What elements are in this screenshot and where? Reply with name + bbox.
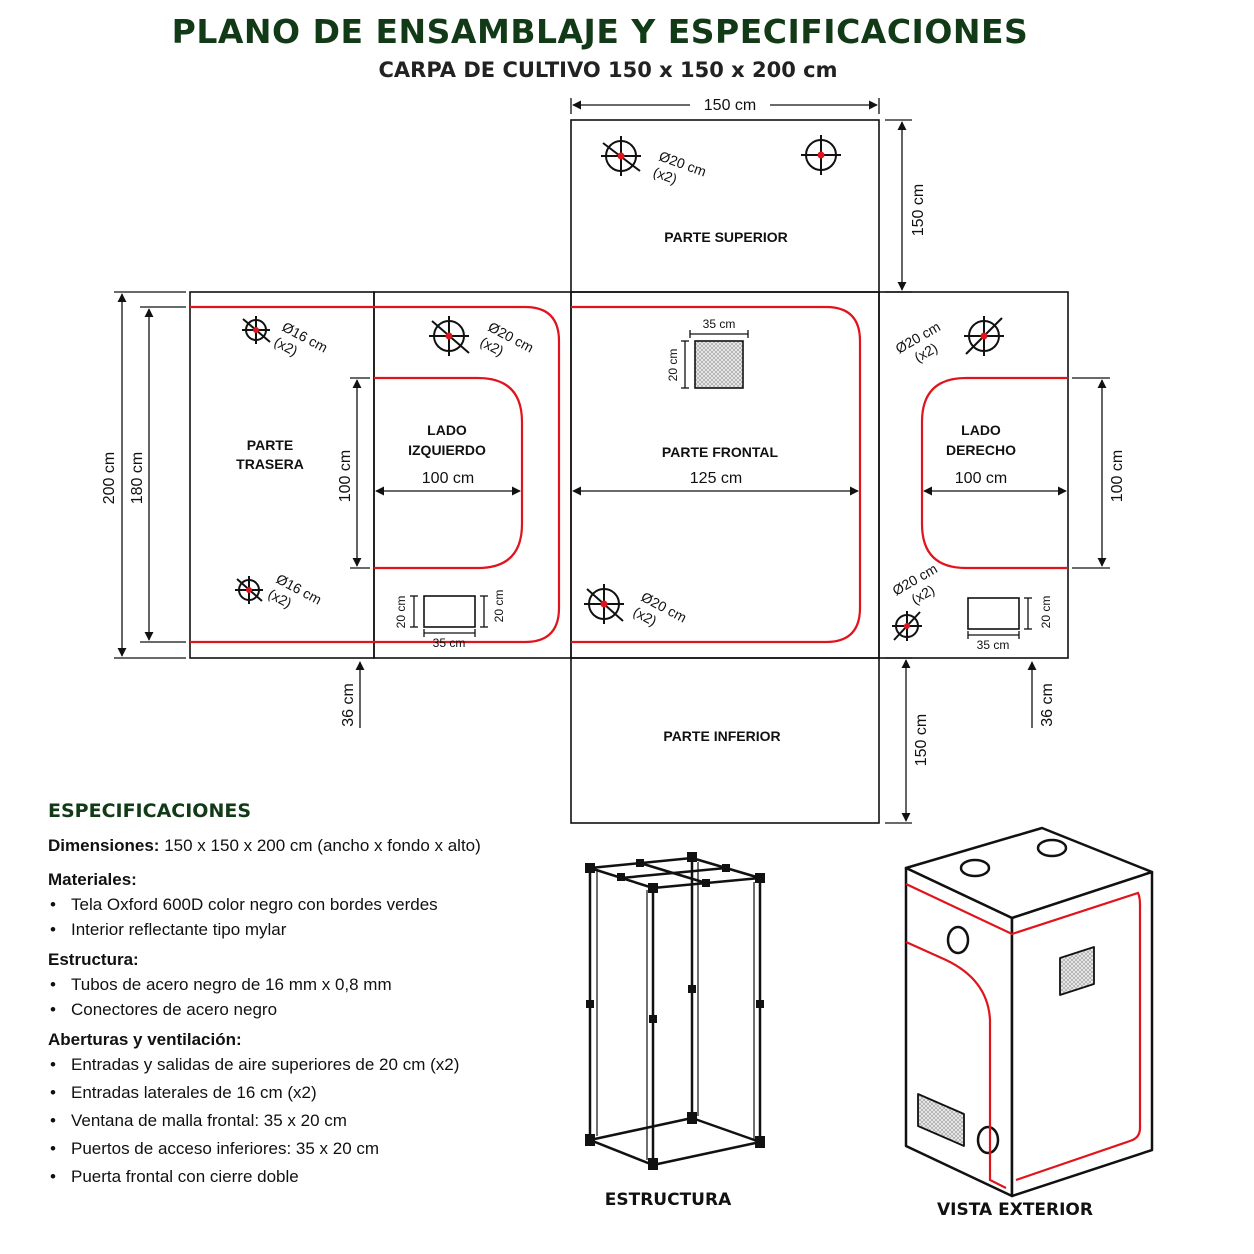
- zipper-back: [190, 305, 374, 644]
- label-bottom: PARTE INFERIOR: [663, 728, 780, 744]
- dim-height-inner: 180 cm: [129, 452, 146, 504]
- frame-connectors: [585, 852, 765, 1170]
- zipper-front: [571, 305, 862, 644]
- label-top: PARTE SUPERIOR: [664, 229, 787, 245]
- specs-dimensions-value: 150 x 150 x 200 cm (ancho x fondo x alto…: [164, 836, 481, 855]
- front-mesh-window: [694, 340, 744, 389]
- list-item: Tela Oxford 600D color negro con bordes …: [48, 895, 568, 915]
- dim-port-h-left-b: 20 cm: [492, 590, 506, 623]
- label-left-1: LADO: [427, 422, 467, 438]
- zipper-left-door: [374, 376, 524, 570]
- exterior-zippers: [905, 883, 1142, 1189]
- list-item: Puerta frontal con cierre doble: [48, 1167, 568, 1187]
- dim-port-h-right: 20 cm: [1039, 596, 1053, 629]
- specs-heading: ESPECIFICACIONES: [48, 800, 252, 822]
- dim-top-depth: 150 cm: [910, 184, 927, 236]
- specs-section: ESPECIFICACIONES Dimensiones: 150 x 150 …: [48, 800, 568, 1197]
- specs-ventilation: Aberturas y ventilación: Entradas y sali…: [48, 1030, 568, 1187]
- panel-bottom: [570, 657, 880, 824]
- dim-right-height: 100 cm: [1109, 450, 1126, 502]
- dim-skirt-right: 36 cm: [1039, 683, 1056, 727]
- label-back-2: TRASERA: [236, 456, 304, 472]
- page-subtitle: CARPA DE CULTIVO 150 x 150 x 200 cm: [378, 58, 838, 82]
- label-left-2: IZQUIERDO: [408, 442, 486, 458]
- dim-port-h-left-a: 20 cm: [394, 596, 408, 629]
- dim-window-h: 20 cm: [666, 349, 680, 382]
- vent-top-label-2: (x2): [651, 164, 679, 187]
- list-item: Conectores de acero negro: [48, 1000, 568, 1020]
- list-item: Tubos de acero negro de 16 mm x 0,8 mm: [48, 975, 568, 995]
- list-item: Ventana de malla frontal: 35 x 20 cm: [48, 1111, 568, 1131]
- right-access-port: [967, 597, 1020, 630]
- label-right-1: LADO: [961, 422, 1001, 438]
- list-item: Interior reflectante tipo mylar: [48, 920, 568, 940]
- dim-bottom-depth: 150 cm: [913, 714, 930, 766]
- label-right-2: DERECHO: [946, 442, 1016, 458]
- dim-port-w-right: 35 cm: [977, 638, 1010, 652]
- dim-front-width: 125 cm: [690, 470, 742, 487]
- dim-window-w: 35 cm: [703, 317, 736, 331]
- page-title: PLANO DE ENSAMBLAJE Y ESPECIFICACIONES: [171, 12, 1029, 51]
- label-back-1: PARTE: [247, 437, 293, 453]
- dim-left-width: 100 cm: [422, 470, 474, 487]
- exterior-illustration: [904, 826, 1154, 1198]
- zipper-right-door: [920, 376, 1068, 570]
- label-front: PARTE FRONTAL: [662, 444, 779, 460]
- panel-right: [878, 291, 1069, 659]
- specs-dimensions: Dimensiones: 150 x 150 x 200 cm (ancho x…: [48, 836, 568, 856]
- list-item: Puertos de acceso inferiores: 35 x 20 cm: [48, 1139, 568, 1159]
- caption-exterior: VISTA EXTERIOR: [937, 1200, 1093, 1220]
- specs-materials: Materiales: Tela Oxford 600D color negro…: [48, 870, 568, 940]
- specs-structure: Estructura: Tubos de acero negro de 16 m…: [48, 950, 568, 1020]
- frame-illustration: [588, 856, 762, 1167]
- dim-left-height: 100 cm: [337, 450, 354, 502]
- specs-vent-title: Aberturas y ventilación:: [48, 1030, 242, 1049]
- vent-icons: [235, 135, 1004, 641]
- list-item: Entradas y salidas de aire superiores de…: [48, 1055, 568, 1075]
- dim-right-width: 100 cm: [955, 470, 1007, 487]
- specs-dimensions-label: Dimensiones:: [48, 836, 160, 855]
- list-item: Entradas laterales de 16 cm (x2): [48, 1083, 568, 1103]
- left-access-port: [423, 595, 476, 628]
- zipper-left-outer: [374, 305, 561, 644]
- dim-skirt-left: 36 cm: [340, 683, 357, 727]
- specs-structure-title: Estructura:: [48, 950, 139, 969]
- dim-port-w-left: 35 cm: [433, 636, 466, 650]
- specs-materials-title: Materiales:: [48, 870, 137, 889]
- caption-frame: ESTRUCTURA: [604, 1190, 732, 1210]
- dim-width-top: 150 cm: [704, 97, 756, 114]
- dim-height-total: 200 cm: [101, 452, 118, 504]
